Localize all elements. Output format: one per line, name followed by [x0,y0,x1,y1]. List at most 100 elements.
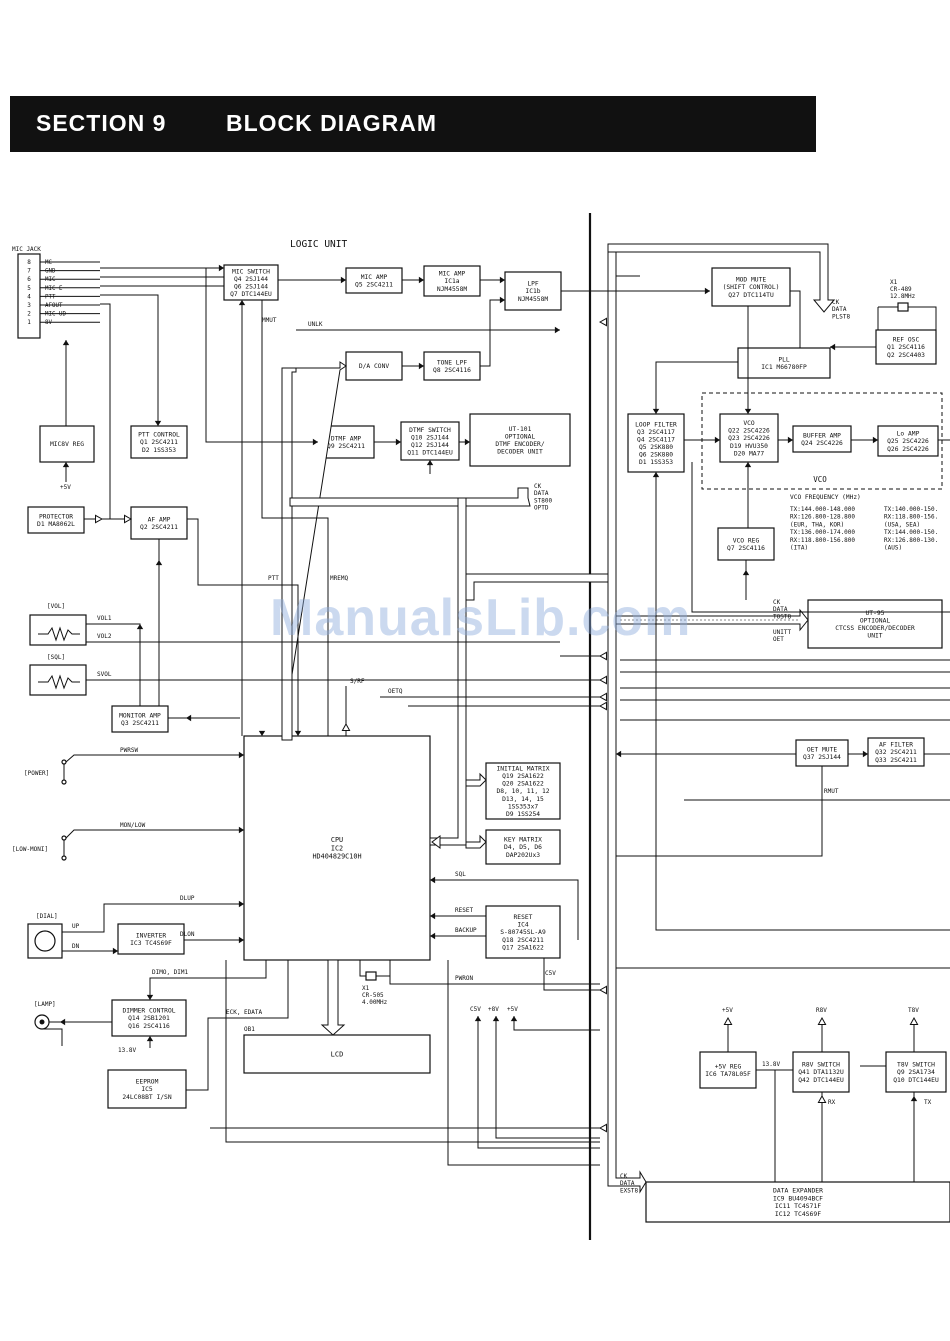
mic-jack-signal: 8V [45,320,52,326]
sql-pot[interactable] [29,664,87,696]
monitor-amp-line: Q3 2SC4211 [121,720,159,727]
r8v-switch-line: Q41 DTA1132U [798,1069,844,1076]
t8v-switch-outline [885,1051,947,1093]
t8v-switch-line: T8V SWITCH [897,1062,935,1069]
srf-label: S/RF [350,678,365,685]
vol-resistor-icon [38,626,80,642]
vco-group-label: VCO [813,475,827,484]
mic-jack-pin: 3 [27,302,31,309]
cpu-crystal-label: X1 [362,985,370,992]
open-arrow-head [909,1016,919,1025]
open-arrow-head [598,675,607,685]
mic-jack-title: MIC JACK [12,246,41,253]
open-arrow-head [598,1123,607,1133]
low-moni-switch-contact[interactable] [61,855,67,861]
key-matrix-line: KEY MATRIX [504,837,542,844]
dtmf-switch-line: DTMF SWITCH [409,427,451,434]
unitt-label: OET [773,636,784,643]
initial-matrix-line: Q20 2SA1622 [502,781,544,788]
arrow-head [744,408,752,414]
arrow-head [395,438,401,446]
ref-crystal-label: X1 [890,279,898,286]
da-conv-block: D/A CONV [345,351,403,381]
mremq-label: MREMQ [330,575,348,582]
arrow-head [340,276,346,284]
ut-101-outline [469,413,571,467]
sql-label: [SQL] [47,654,65,661]
data-expander-line: IC9 BU4094BCF [773,1194,823,1202]
dimmer-line: Q16 2SC4116 [128,1023,170,1030]
arrow-head [418,362,424,370]
power-switch-contact[interactable] [61,759,67,765]
reset-line: IC4 [517,922,529,929]
arrow-head [62,462,70,468]
arrow-head [155,560,163,566]
inverter-line: IC3 TC4S69F [130,940,172,947]
tone-lpf-line: Q8 2SC4116 [433,367,471,374]
arrow-head [910,1096,918,1102]
cpu-line: IC2 [331,844,343,852]
power-switch-contact[interactable] [61,779,67,785]
rx-label: RX [828,1099,836,1106]
ptt-control-line: PTT CONTROL [138,432,180,439]
ref-crystal [897,302,909,312]
lcd-block: LCD [243,1034,431,1074]
vco-line: D19 HVU350 [730,443,768,450]
section-title: BLOCK DIAGRAM [226,110,438,136]
ut95-bus-label: CK [773,599,781,606]
ut-101-line: DECODER UNIT [497,449,543,456]
dtmf-amp-line: Q9 2SC4211 [327,443,365,450]
c5v2-label: C5V [470,1006,481,1013]
ptt-label: PTT [268,575,279,582]
ut-95-line: OPTIONAL [860,617,891,624]
pll-bus [607,243,836,313]
svol-label: SVOL [97,671,112,678]
ut95-bus-label: DATA [773,606,788,613]
wire [655,361,738,414]
reset-line: S-80745SL-A9 [500,929,546,936]
mod-mute-line: (SHIFT CONTROL) [723,284,780,291]
ref-osc-line: REF OSC [893,337,920,344]
lpf-ic1b-line: NJM4558M [518,296,549,303]
mod-mute-line: MOD MUTE [736,277,767,284]
initial-matrix-line: Q19 2SA1622 [502,773,544,780]
vco-freq-right: (USA, SEA) [884,521,920,528]
arrow-head [258,730,266,736]
ut-95-line: UNIT [867,633,882,640]
trunk-bus [607,243,647,1194]
wire [225,960,600,1143]
vol1-label: VOL1 [97,615,112,622]
vco-line: Q23 2SC4226 [728,435,770,442]
vol-pot[interactable] [29,614,87,646]
unitt-label: UNITT [773,629,791,636]
cpu-crystal-label: 4.00MHz [362,999,388,1006]
5v-reg-line: +5V REG [715,1063,742,1070]
reset-label: RESET [455,907,473,914]
open-arrow-head [598,317,607,327]
vco-freq-left: RX:126.800-128.800 [790,514,855,521]
wire [149,960,267,1000]
cpu-outline [243,735,431,961]
pll-line: IC1 M66780FP [761,364,807,371]
arrow-head [238,936,244,944]
wire [543,958,600,991]
key-matrix-outline [485,829,561,865]
sql-resistor-icon [38,674,80,690]
wire [65,829,244,839]
cpu-key-bus-arrow [431,835,441,849]
mic8v-plus5v: +5V [60,484,71,491]
dimmer-line: Q14 2SB1201 [128,1015,170,1022]
mic-amp-ic1a-line: IC1a [444,278,459,285]
ut101-bus [289,487,531,507]
lcd-line: LCD [331,1050,344,1058]
low-moni-switch-contact[interactable] [61,835,67,841]
pwron-label: PWRON [455,975,473,982]
vco-reg-line: VCO REG [733,537,760,544]
ptt-control-outline [130,425,188,459]
arrow-head [238,300,246,306]
